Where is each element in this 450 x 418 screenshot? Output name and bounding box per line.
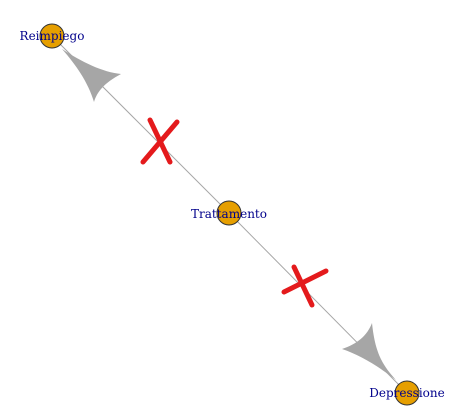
arrowhead-depressione-icon [342,323,396,380]
node-label-reimpiego: Reimpiego [20,29,85,43]
node-label-depressione: Depressione [369,386,444,400]
node-depressione [394,380,420,406]
node-label-trattamento: Trattamento [191,207,267,221]
node-trattamento [216,200,242,226]
block-mark-trattamento-depressione-icon [281,264,329,308]
node-reimpiego [39,23,65,49]
block-mark-trattamento-reimpiego-icon [140,117,180,165]
arrowhead-reimpiego-icon [62,49,121,102]
